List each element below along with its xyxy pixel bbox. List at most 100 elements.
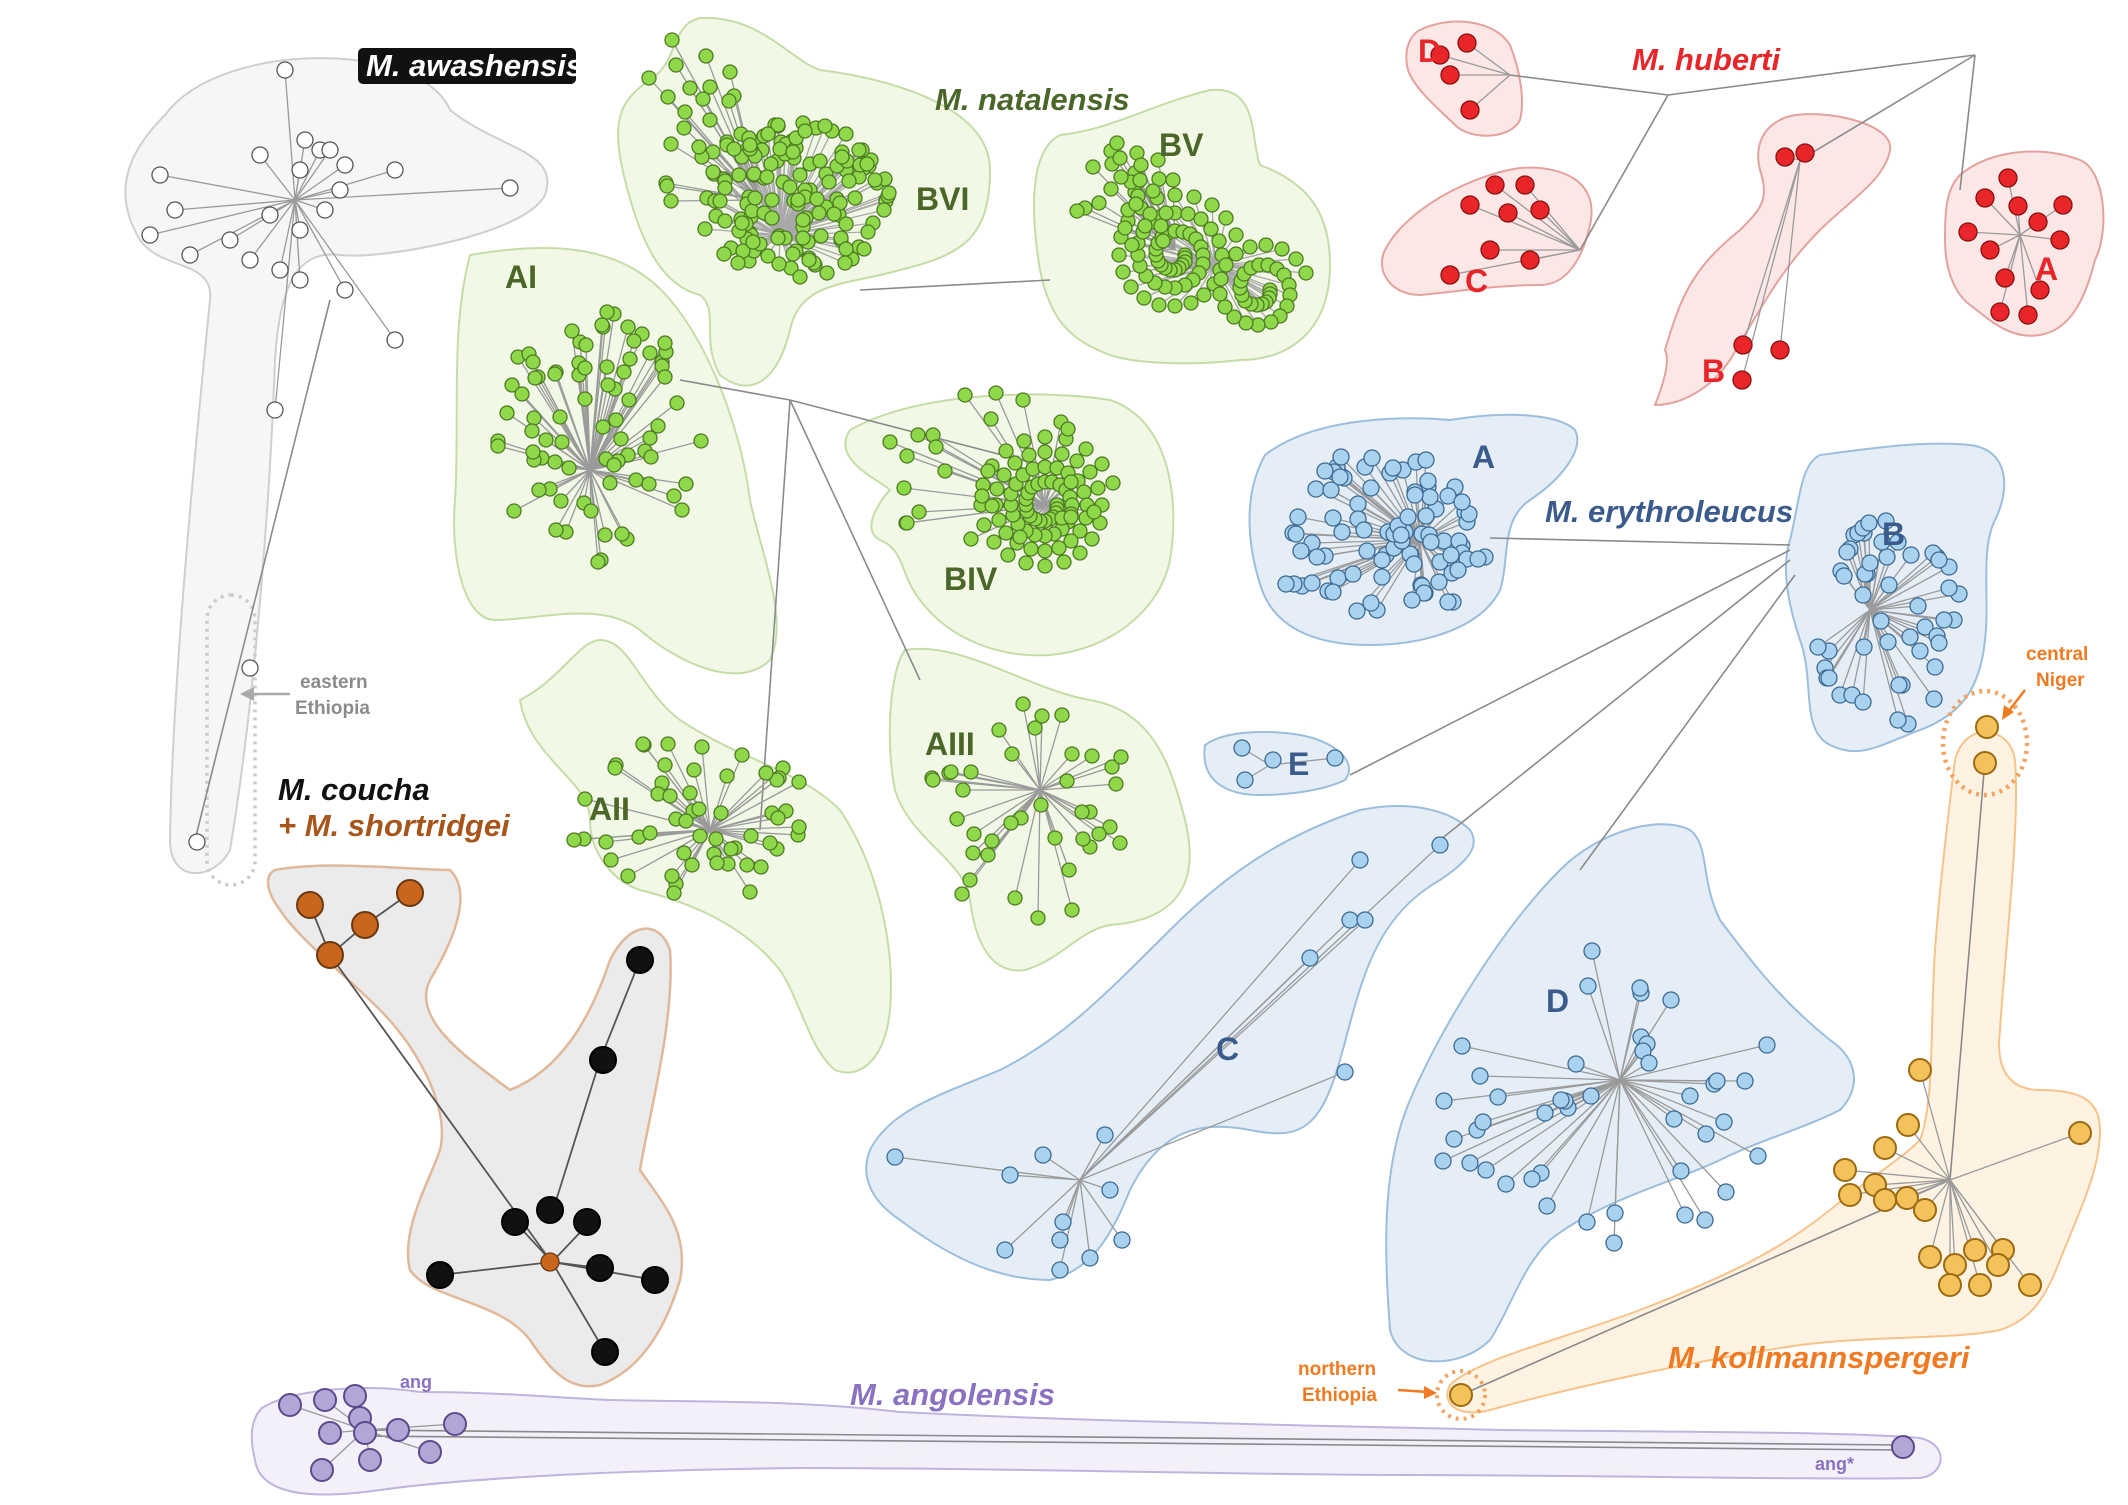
natalensis-bv-outer-node [1124,237,1140,253]
natalensis-ai-node [657,335,673,351]
erythroleucus-a-node [1405,555,1423,573]
erythroleucus-a-node [1399,508,1417,526]
natalensis-ai-node [606,457,622,473]
erythroleucus-b-link [1869,566,1950,611]
erythroleucus-b-node [1889,533,1907,551]
awashensis-node [166,201,184,219]
natalensis-biv-outer-node [1015,392,1031,408]
kollmannspergeri-node [1873,1188,1897,1212]
natalensis-aiii-node [965,845,981,861]
northern-ethiopia-line2: Ethiopia [1302,1385,1377,1406]
natalensis-ai-node [657,369,673,385]
erythroleucus-c-node [1351,851,1369,869]
kollmannspergeri-link [1949,1132,2081,1181]
huberti-a-link [2019,234,2029,316]
huberti-c-node [1480,240,1500,260]
natalensis-aii-node [676,845,692,861]
natalensis-bvi-node [813,228,829,244]
erythroleucus-d-link [1587,985,1621,1081]
natalensis-aii-node [739,857,755,873]
natalensis-ai-link [589,311,608,471]
coucha-node [536,1196,564,1224]
erythroleucus-b-link [1828,609,1871,652]
erythroleucus-d-link [1479,1075,1621,1081]
awashensis-node [291,271,309,289]
erythroleucus-b-link [1862,609,1871,703]
natalensis-bv-node [1167,298,1183,314]
erythroleucus-a-node [1449,561,1467,579]
coucha-node [426,1261,454,1289]
erythroleucus-d-node [1538,1197,1556,1215]
natalensis-bvi-node [717,213,733,229]
erythroleucus-b-link [1828,609,1871,679]
erythroleucus-label: M. erythroleucus [1545,494,1793,529]
natalensis-bvi-link [779,153,786,236]
northern-ethiopia-line1: northern [1298,1359,1376,1380]
northern-ethiopia-arrow [1397,1388,1429,1394]
erythroleucus-c-node [886,1148,904,1166]
northern-ethiopia-circle [1435,1369,1487,1421]
erythroleucus-d-node [1715,1113,1733,1131]
natalensis-bv-outer-node [1128,196,1144,212]
natalensis-bvi-outer-node [721,93,737,109]
link-angolensis-long [364,1429,1901,1446]
natalensis-bvi-node [763,156,779,172]
natalensis-bvi-node [705,164,721,180]
kollmannspergeri-link [1874,1179,1951,1186]
erythroleucus-b-link [1869,609,1899,721]
awashensis-node [291,221,309,239]
awashensis-east-node [241,659,259,677]
angolensis-node [278,1393,302,1417]
link-coucha-3 [309,892,411,957]
natalensis-ai-node [616,364,632,380]
natalensis-aii-node [791,774,807,790]
erythroleucus-a-node [1362,479,1380,497]
natalensis-bvi-outer-node [682,80,698,96]
angolensis-node [443,1412,467,1436]
kollmannspergeri-node [1896,1113,1920,1137]
erythroleucus-a-node [1469,550,1487,568]
natalensis-aii-node [753,859,769,875]
natalensis-biv-outer-node [1086,504,1102,520]
erythroleucus-a-node [1322,481,1340,499]
huberti-c-node [1520,250,1540,270]
natalensis-ai-node [553,493,569,509]
huberti-a-node [2050,230,2070,250]
coucha-node [626,946,654,974]
kollmannspergeri-link [1929,1179,1951,1258]
natalensis-biv-node [1076,484,1092,500]
natalensis-aii-link [709,817,779,831]
erythroleucus-b-node [1861,554,1879,572]
natalensis-bvi-node [746,166,762,182]
natalensis-biv-node [1023,541,1039,557]
erythroleucus-a-node [1442,546,1460,564]
natalensis-aiii-node [1061,862,1077,878]
kollmannspergeri-node [2018,1273,2042,1297]
kollmannspergeri-niger-node [1975,715,1999,739]
erythroleucus-b-node [1854,693,1872,711]
natalensis-ai-node [642,345,658,361]
natalensis-aii-node [607,760,623,776]
natalensis-aii-link [701,746,711,831]
natalensis-bv-outer-node [1165,172,1181,188]
natalensis-ai-node [599,359,615,375]
natalensis-aii-node [770,810,786,826]
kollmannspergeri-node [1833,1158,1857,1182]
erythroleucus-c-node [1301,949,1319,967]
natalensis-bvi-outer-node [668,57,684,73]
huberti-c-link [1524,184,1581,251]
erythroleucus-d-node [1758,1036,1776,1054]
angolensis-node [386,1418,410,1442]
natalensis-ai-node [621,392,637,408]
erythroleucus-d-node [1676,1206,1694,1224]
natalensis-ai-node [490,438,506,454]
natalensis-ai-node [499,405,515,421]
natalensis-bvi-node [801,252,817,268]
natalensis-aii-node [713,805,729,821]
natalensis-biv-node [1037,429,1053,445]
natalensis-label: M. natalensis [935,82,1130,117]
natalensis-bv-node [1193,211,1209,227]
natalensis-ai-node [577,391,593,407]
link-huberti-a [1959,54,1976,191]
erythroleucus-c-link [894,1156,1081,1181]
